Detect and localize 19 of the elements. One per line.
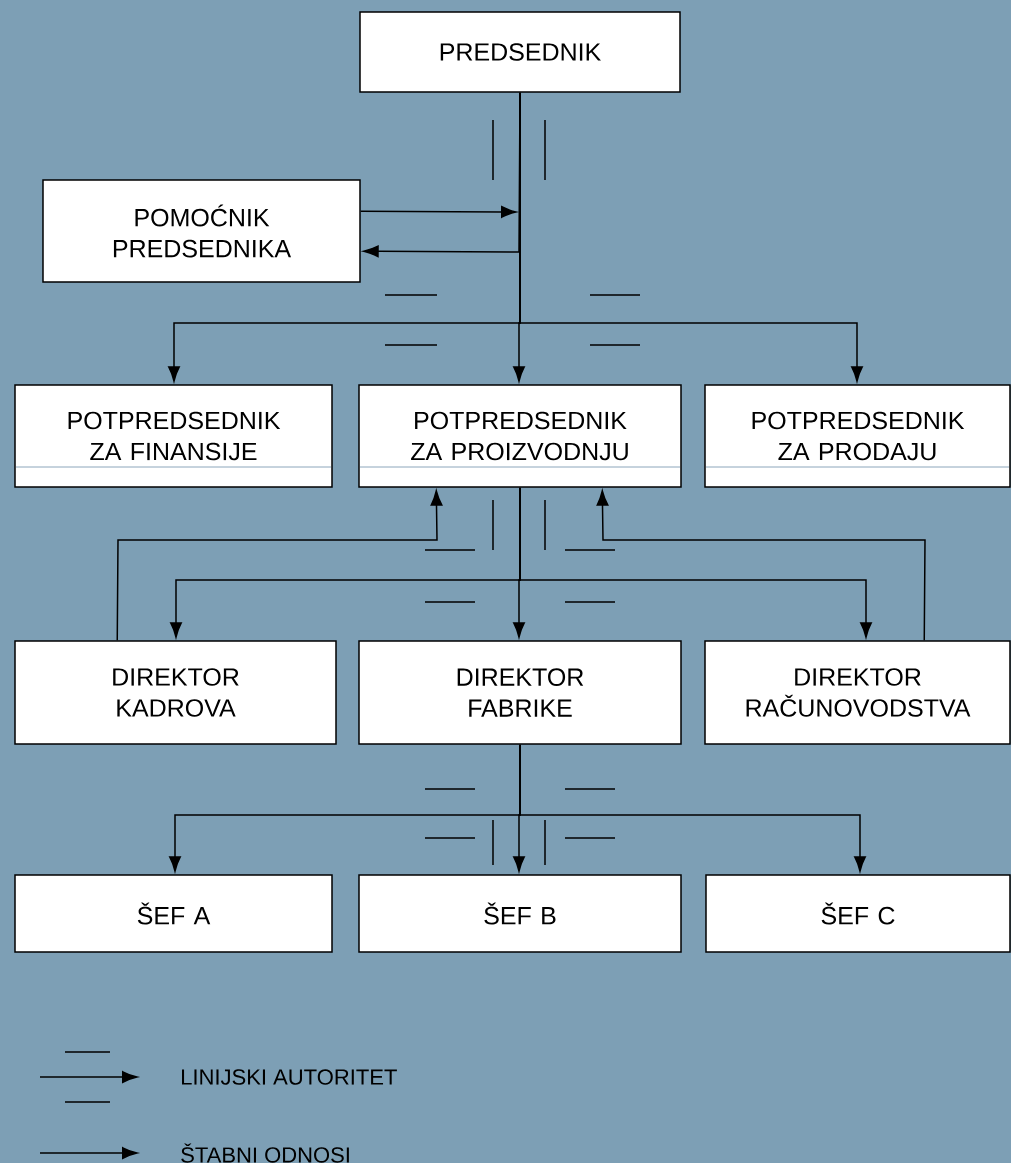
arrow bbox=[116, 490, 443, 641]
org-box: ŠEF B bbox=[358, 874, 682, 953]
arrow bbox=[360, 205, 517, 218]
legend-label: LINIJSKI AUTORITET bbox=[182, 1069, 397, 1085]
arrow bbox=[519, 744, 866, 872]
org-box: POTPREDSEDNIK ZA FINANSIJE bbox=[14, 384, 333, 488]
arrow bbox=[519, 487, 872, 638]
org-box: POMOĆNIK PREDSEDNIKA bbox=[42, 179, 361, 283]
arrow bbox=[596, 490, 926, 641]
org-box: ŠEF C bbox=[705, 874, 1011, 953]
org-box: PREDSEDNIK bbox=[359, 11, 681, 93]
org-box: DIREKTOR KADROVA bbox=[14, 640, 337, 745]
org-box: DIREKTOR RAČUNOVODSTVA bbox=[704, 640, 1011, 745]
arrow bbox=[519, 92, 863, 382]
org-box: DIREKTOR FABRIKE bbox=[358, 640, 682, 745]
org-box: POTPREDSEDNIK ZA PRODAJU bbox=[704, 384, 1011, 488]
org-box: ŠEF A bbox=[14, 874, 333, 953]
legend-label: ŠTABNI ODNOSI bbox=[181, 1143, 349, 1163]
org-box: POTPREDSEDNIK ZA PROIZVODNJU bbox=[358, 384, 682, 488]
